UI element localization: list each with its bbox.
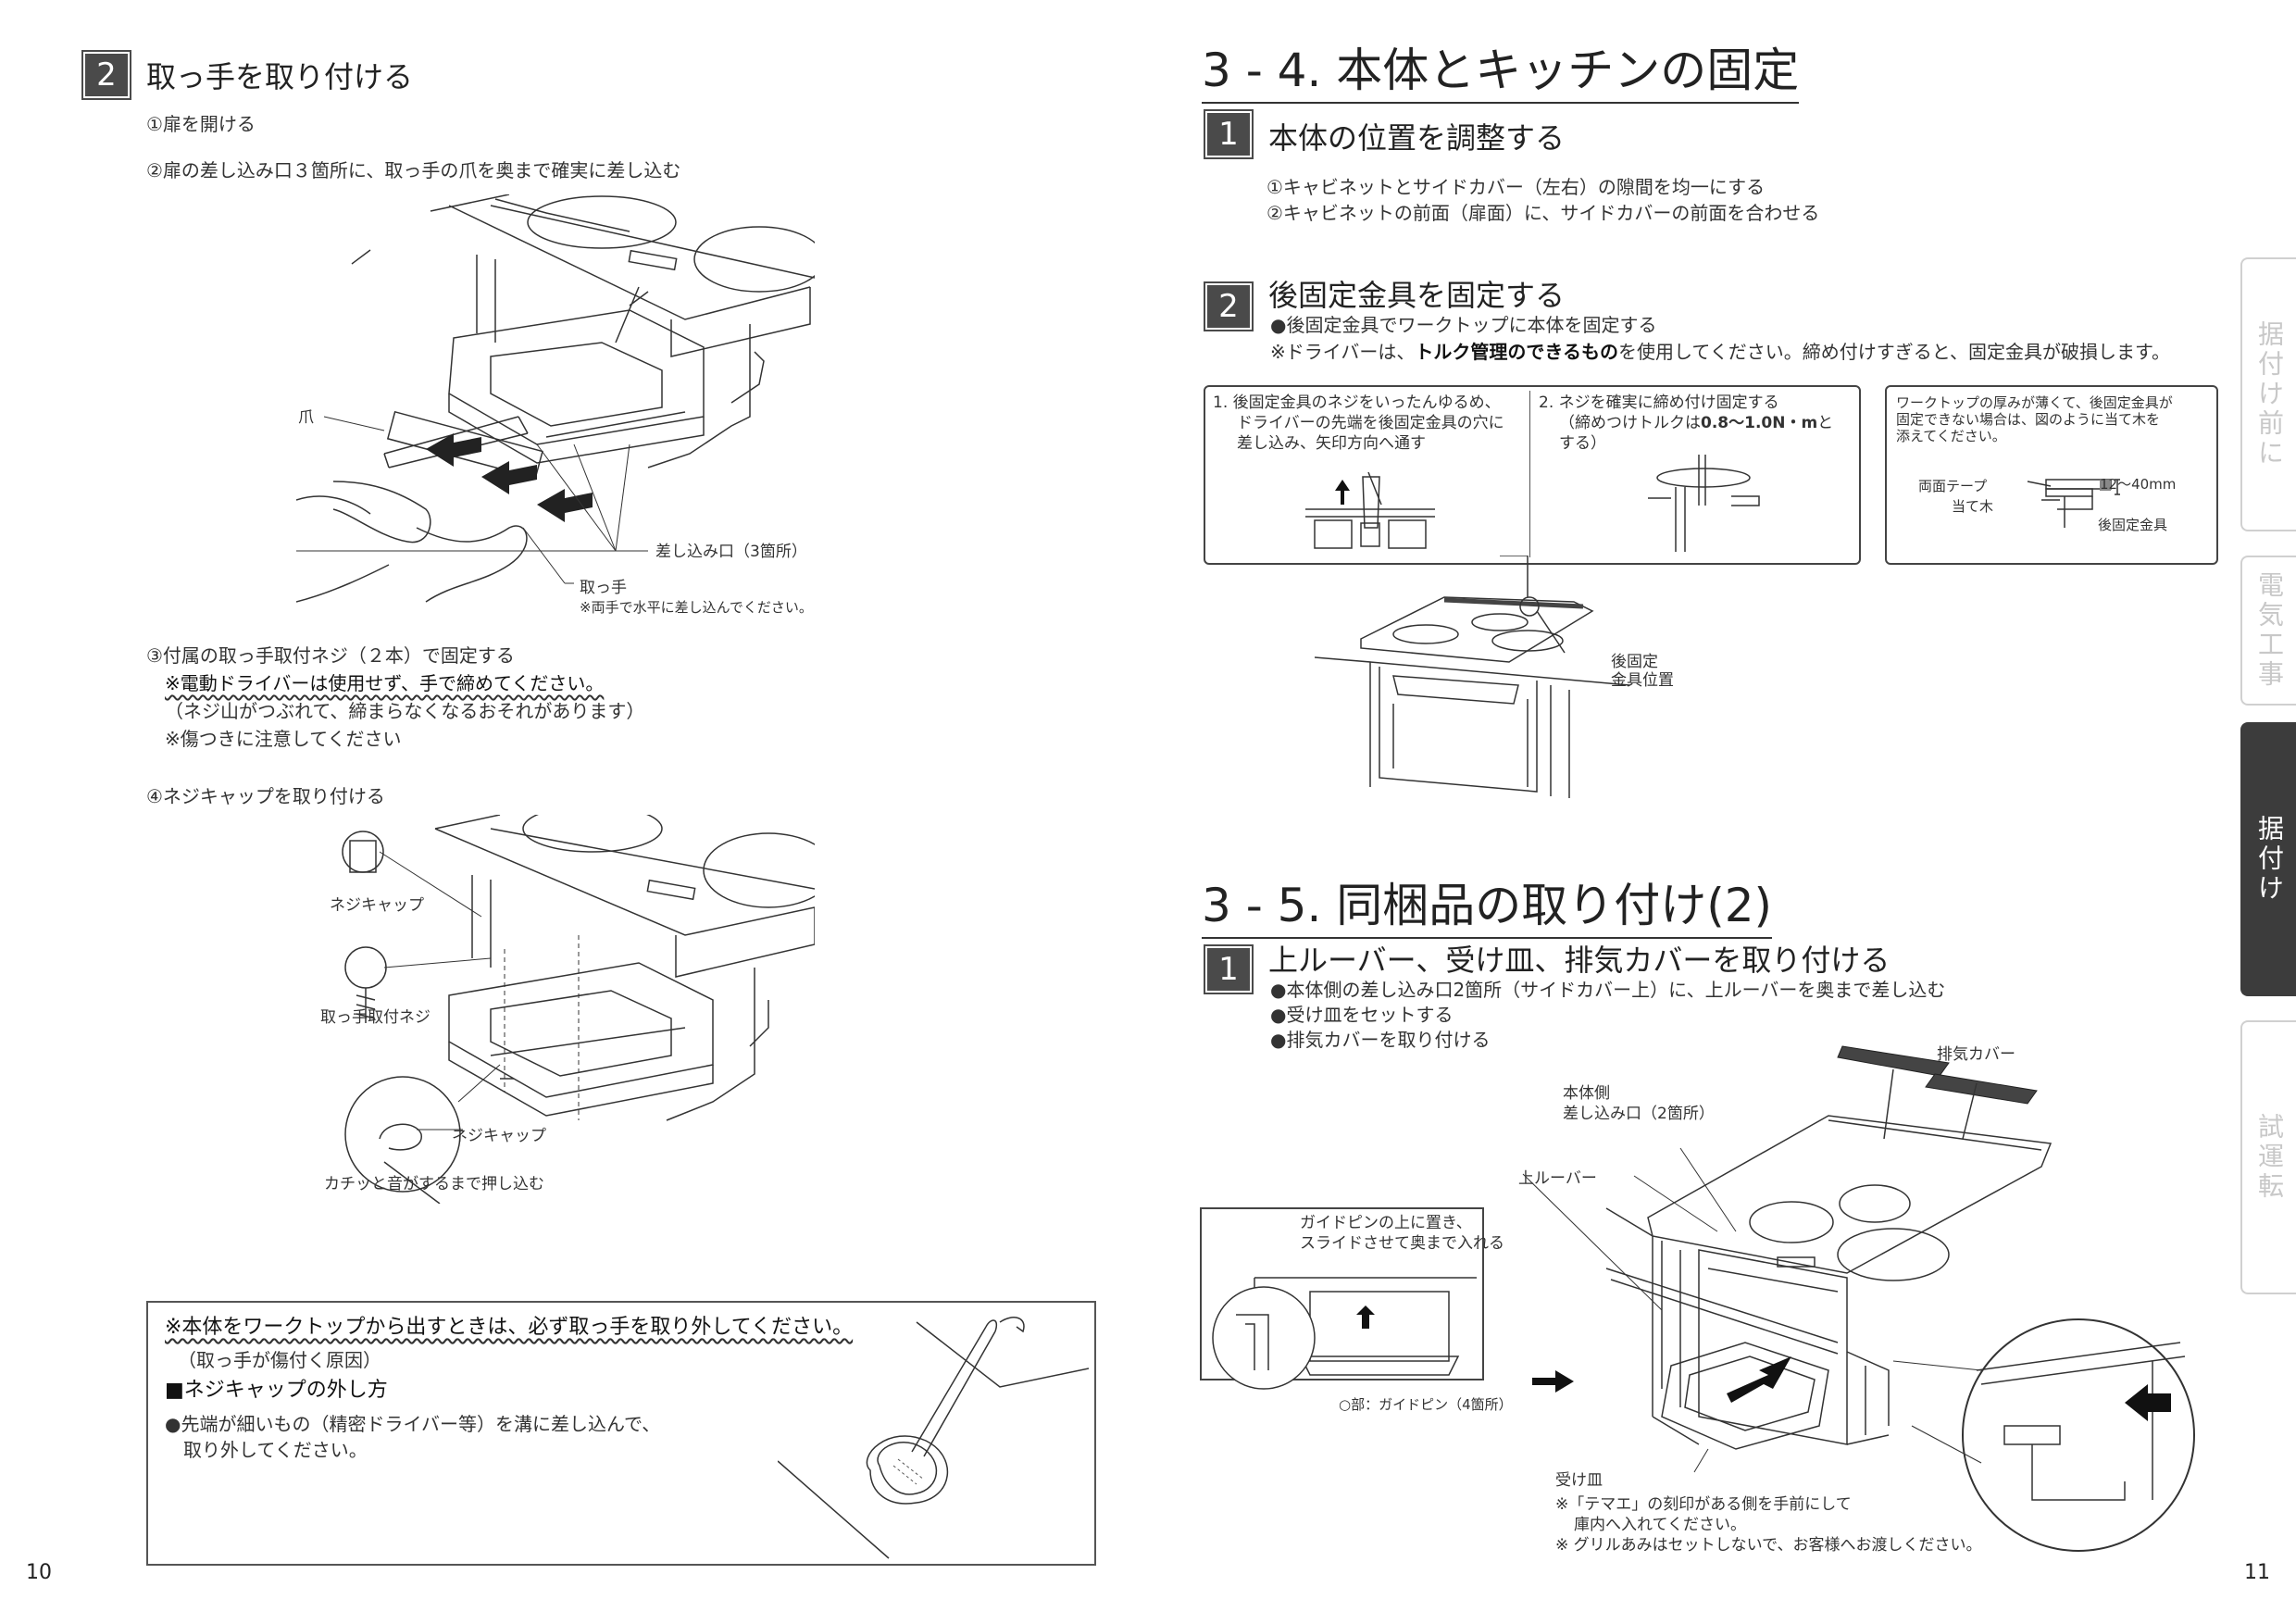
tab-test-run[interactable]: 試運転 bbox=[2240, 1020, 2296, 1294]
sec35-bullet-3: ●排気カバーを取り付ける bbox=[1270, 1029, 1491, 1051]
box1-b3: する） bbox=[1559, 434, 1606, 453]
label-bracket-pos-1: 後固定 bbox=[1611, 653, 1658, 671]
sec35-bullet-1: ●本体側の差し込み口2箇所（サイドカバー上）に、上ルーバーを奥まで差し込む bbox=[1270, 979, 1946, 1001]
box1-b2-c: と bbox=[1817, 414, 1834, 432]
notice-box bbox=[146, 1301, 1096, 1566]
box1-b1: 2. ネジを確実に締め付け固定する bbox=[1539, 394, 1779, 412]
label-tray-note-3: ※ グリルあみはセットしないで、お客様へお渡しください。 bbox=[1555, 1536, 1982, 1555]
page-number-right: 11 bbox=[2244, 1561, 2270, 1584]
box1-a3: 差し込み、矢印方向へ通す bbox=[1237, 434, 1426, 453]
box1-b2-a: （締めつけトルクは bbox=[1559, 414, 1701, 432]
instruction-1: ①扉を開ける bbox=[146, 113, 256, 135]
label-insert-slots: 差し込み口（2箇所） bbox=[1563, 1105, 1715, 1123]
label-tray-note-1: ※「テマエ」の刻印がある側を手前にして bbox=[1555, 1495, 1852, 1514]
panel-divider bbox=[1529, 391, 1530, 557]
rear-bracket-location-figure bbox=[1315, 556, 1648, 806]
loosen-screw-diagram bbox=[1296, 463, 1444, 556]
label-exhaust-cover: 排気カバー bbox=[1937, 1045, 2015, 1064]
box1-b2-b: 0.8〜1.0N・m bbox=[1701, 414, 1818, 432]
sec34-step2-line2-c: を使用してください。締め付けすぎると、固定金具が破損します。 bbox=[1617, 341, 2170, 363]
label-screw-cap-1: ネジキャップ bbox=[330, 896, 424, 915]
handle-insertion-figure bbox=[296, 194, 815, 630]
label-thickness-range: 12〜40mm bbox=[2100, 476, 2177, 493]
sec34-step1-title: 本体の位置を調整する bbox=[1268, 120, 1566, 156]
label-wood-block: 当て木 bbox=[1952, 498, 1994, 515]
instruction-4: ④ネジキャップを取り付ける bbox=[146, 785, 385, 807]
label-guide-pin: ○部：ガイドピン（4箇所） bbox=[1339, 1396, 1513, 1413]
label-tray-note-2: 庫内へ入れてください。 bbox=[1574, 1516, 1746, 1534]
label-upper-louver: 上ルーバー bbox=[1518, 1169, 1597, 1188]
label-push-until-click: カチッと音がするまで押し込む bbox=[324, 1175, 544, 1193]
label-bracket-pos-2: 金具位置 bbox=[1611, 671, 1674, 690]
tab-before-installation[interactable]: 据付け前に bbox=[2240, 257, 2296, 531]
wood-block-diagram bbox=[1990, 463, 2157, 537]
louver-tray-cover-assembly-figure bbox=[1199, 1037, 2231, 1560]
instruction-2: ②扉の差し込み口３箇所に、取っ手の爪を奥まで確実に差し込む bbox=[146, 159, 681, 181]
instruction-3: ③付属の取っ手取付ネジ（２本）で固定する bbox=[146, 644, 515, 667]
sec34-step2-line1: ●後固定金具でワークトップに本体を固定する bbox=[1270, 314, 1657, 336]
box2-t2: 固定できない場合は、図のように当て木を bbox=[1896, 411, 2161, 428]
section-3-5-title: 3 - 5. 同梱品の取り付け(2) bbox=[1202, 868, 1773, 939]
thin-worktop-panel bbox=[1885, 385, 2218, 565]
label-double-tape: 両面テープ bbox=[1918, 478, 1988, 494]
label-claw: 爪 bbox=[298, 408, 314, 427]
instruction-3-note-2: （ネジ山がつぶれて、締まらなくなるおそれがあります） bbox=[165, 700, 645, 722]
screw-cap-figure bbox=[315, 815, 815, 1204]
label-insertion-slot: 差し込み口（3箇所） bbox=[655, 543, 807, 561]
box2-t3: 添えてください。 bbox=[1896, 428, 2006, 444]
label-handle-note: ※両手で水平に差し込んでください。 bbox=[580, 599, 813, 616]
sec34-step2-line2-b: トルク管理のできるもの bbox=[1415, 341, 1618, 363]
label-guide-2: スライドさせて奥まで入れる bbox=[1300, 1234, 1504, 1253]
label-handle-screw: 取っ手取付ネジ bbox=[320, 1008, 430, 1027]
box1-a2: ドライバーの先端を後固定金具の穴に bbox=[1237, 414, 1504, 432]
tab-installation[interactable]: 据付け bbox=[2240, 722, 2296, 996]
notice-bullet-1: ●先端が細いもの（精密ドライバー等）を溝に差し込んで、 bbox=[165, 1413, 661, 1435]
sec34-step1-line2: ②キャビネットの前面（扉面）に、サイドカバーの前面を合わせる bbox=[1267, 202, 1820, 224]
instruction-3-note-3: ※傷つきに注意してください bbox=[165, 728, 402, 750]
step-title: 取っ手を取り付ける bbox=[146, 59, 414, 94]
label-screw-cap-2: ネジキャップ bbox=[452, 1127, 546, 1145]
sec35-bullet-2: ●受け皿をセットする bbox=[1270, 1004, 1454, 1026]
notice-line-2: （取っ手が傷付く原因） bbox=[178, 1349, 381, 1371]
notice-bullet-1b: 取り外してください。 bbox=[183, 1439, 368, 1461]
label-rear-bracket: 後固定金具 bbox=[2098, 517, 2168, 533]
notice-heading: ■ネジキャップの外し方 bbox=[165, 1379, 388, 1402]
box2-t1: ワークトップの厚みが薄くて、後固定金具が bbox=[1896, 394, 2173, 411]
bracket-steps-panel bbox=[1204, 385, 1861, 565]
cap-removal-figure bbox=[778, 1304, 1089, 1559]
page-number-left: 10 bbox=[26, 1561, 52, 1584]
sec35-step1-badge: 1 bbox=[1205, 946, 1252, 993]
sec35-step1-title: 上ルーバー、受け皿、排気カバーを取り付ける bbox=[1268, 943, 1890, 978]
section-3-4-title: 3 - 4. 本体とキッチンの固定 bbox=[1202, 33, 1800, 104]
sec34-step2-line2-a: ※ドライバーは、 bbox=[1270, 341, 1416, 363]
label-tray: 受け皿 bbox=[1555, 1471, 1603, 1490]
sec34-step2-line2: ※ドライバーは、トルク管理のできるものを使用してください。締め付けすぎると、固定… bbox=[1270, 339, 2170, 365]
instruction-3-note-1: ※電動ドライバーは使用せず、手で締めてください。 bbox=[165, 672, 605, 694]
sec34-step1-badge: 1 bbox=[1205, 111, 1252, 157]
sec34-step1-line1: ①キャビネットとサイドカバー（左右）の隙間を均一にする bbox=[1267, 176, 1766, 198]
box1-a1: 1. 後固定金具のネジをいったんゆるめ、 bbox=[1213, 394, 1501, 412]
step-number-badge: 2 bbox=[83, 52, 130, 98]
notice-line-1: ※本体をワークトップから出すときは、必ず取っ手を取り外してください。 bbox=[165, 1316, 854, 1339]
sec34-step2-title: 後固定金具を固定する bbox=[1268, 278, 1566, 313]
sec34-step2-badge: 2 bbox=[1205, 283, 1252, 330]
box1-b2: （締めつけトルクは0.8〜1.0N・mと bbox=[1559, 413, 1833, 433]
label-body-side: 本体側 bbox=[1563, 1084, 1610, 1103]
label-handle: 取っ手 bbox=[580, 579, 627, 597]
tab-electrical-work[interactable]: 電気工事 bbox=[2240, 556, 2296, 706]
label-guide-1: ガイドピンの上に置き、 bbox=[1300, 1214, 1472, 1232]
tighten-screw-diagram bbox=[1648, 450, 1768, 556]
